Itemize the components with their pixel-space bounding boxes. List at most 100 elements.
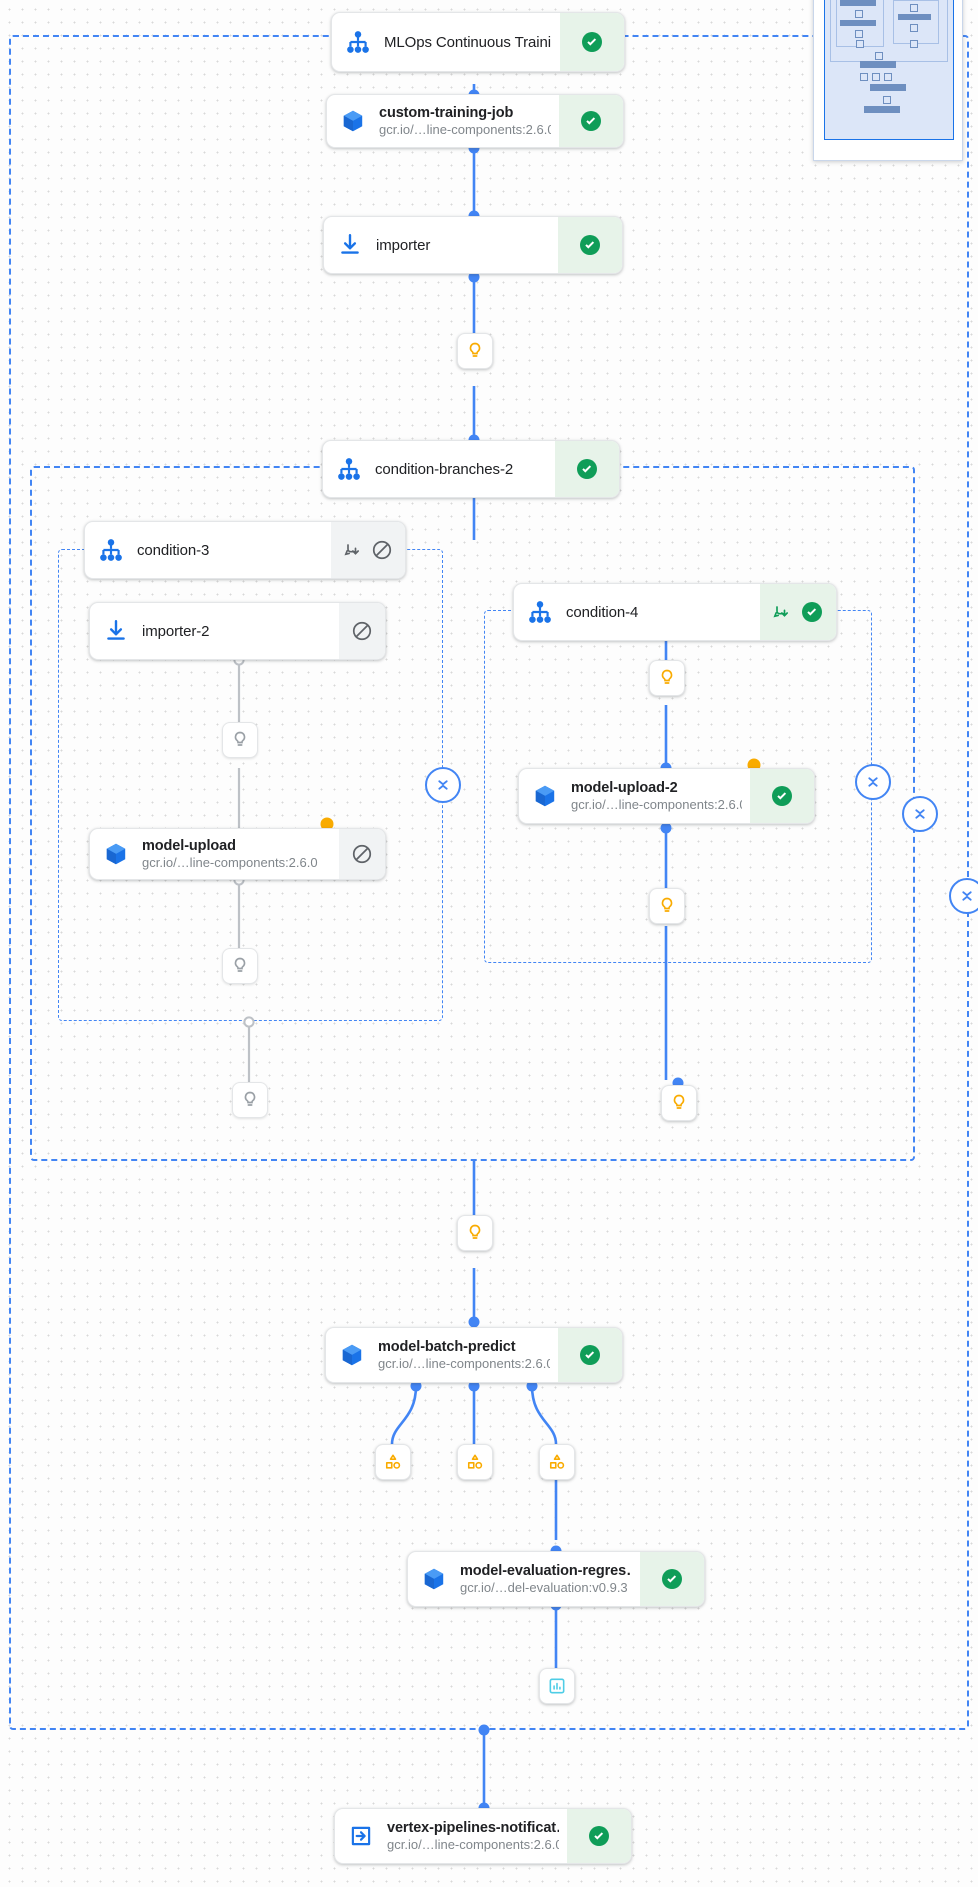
dataset-icon	[385, 1454, 401, 1469]
metrics-icon	[549, 1678, 565, 1694]
collapse-condition-3-button[interactable]	[425, 767, 461, 803]
status-badge-succeeded	[558, 1328, 622, 1382]
node-labels: condition-3	[137, 522, 331, 578]
cube-icon	[519, 769, 571, 823]
node-labels: importer	[376, 217, 558, 273]
minimap-artifact	[910, 40, 918, 48]
branch-icon	[344, 544, 359, 556]
collapse-branches-button[interactable]	[902, 796, 938, 832]
node-subtitle: gcr.io/…line-components:2.6.0	[379, 122, 551, 137]
lightbulb-icon	[234, 731, 246, 746]
dag-icon	[85, 522, 137, 578]
chip-dataset-2[interactable]	[457, 1444, 493, 1480]
check-circle-icon	[577, 459, 597, 479]
dataset-icon	[467, 1454, 483, 1469]
node-title: vertex-pipelines-notificat…	[387, 1820, 559, 1836]
lightbulb-icon	[661, 669, 673, 684]
node-title: condition-4	[566, 603, 639, 621]
check-circle-icon	[580, 235, 600, 255]
blocked-circle-icon	[352, 621, 372, 641]
node-condition-branches-2[interactable]: condition-branches-2	[322, 440, 620, 498]
import-icon	[90, 603, 142, 659]
cube-icon	[326, 1328, 378, 1382]
chip-artifact-condition-3-out[interactable]	[232, 1082, 268, 1118]
status-badge-skipped	[331, 522, 405, 578]
node-importer[interactable]: importer	[323, 216, 623, 274]
node-labels: condition-branches-2	[375, 441, 555, 497]
node-title: condition-branches-2	[375, 460, 514, 478]
status-badge-skipped	[339, 829, 385, 879]
status-badge-succeeded	[750, 769, 814, 823]
minimap-artifact	[872, 73, 880, 81]
node-condition-3[interactable]: condition-3	[84, 521, 406, 579]
dag-icon	[514, 584, 566, 640]
lightbulb-icon	[469, 342, 481, 357]
chip-dataset-1[interactable]	[375, 1444, 411, 1480]
check-circle-icon	[772, 786, 792, 806]
chip-artifact-condition-4-out[interactable]	[661, 1085, 697, 1121]
node-title: MLOps Continuous Traini…	[384, 33, 552, 51]
status-badge-succeeded	[559, 95, 623, 147]
minimap-artifact	[910, 24, 918, 32]
status-badge-skipped	[339, 603, 385, 659]
node-labels: model-upload gcr.io/…line-components:2.6…	[142, 829, 339, 879]
collapse-chevrons-icon	[438, 780, 448, 790]
chip-metrics-1[interactable]	[539, 1668, 575, 1704]
chip-artifact-model-upload-out[interactable]	[222, 948, 258, 984]
collapse-chevrons-icon	[962, 891, 972, 901]
blocked-circle-icon	[352, 844, 372, 864]
check-circle-icon	[581, 111, 601, 131]
chip-artifact-after-importer[interactable]	[457, 333, 493, 369]
minimap-artifact	[860, 73, 868, 81]
collapse-condition-4-button[interactable]	[855, 764, 891, 800]
cube-icon	[327, 95, 379, 147]
branch-icon	[773, 606, 788, 618]
minimap-artifact	[884, 73, 892, 81]
minimap-artifact	[856, 40, 864, 48]
node-custom-training-job[interactable]: custom-training-job gcr.io/…line-compone…	[326, 94, 624, 148]
node-subtitle: gcr.io/…del-evaluation:v0.9.3	[460, 1580, 628, 1595]
node-vertex-pipelines-notification[interactable]: vertex-pipelines-notificat… gcr.io/…line…	[334, 1808, 632, 1864]
cube-icon	[408, 1552, 460, 1606]
node-subtitle: gcr.io/…line-components:2.6.0	[571, 797, 742, 812]
minimap-node	[840, 0, 876, 6]
node-importer-2[interactable]: importer-2	[89, 602, 386, 660]
node-condition-4[interactable]: condition-4	[513, 583, 837, 641]
status-badge-succeeded	[567, 1809, 631, 1863]
minimap-artifact	[855, 30, 863, 38]
check-circle-icon	[580, 1345, 600, 1365]
chip-dataset-3[interactable]	[539, 1444, 575, 1480]
node-model-evaluation-regression[interactable]: model-evaluation-regres… gcr.io/…del-eva…	[407, 1551, 705, 1607]
node-mlops-continuous-training[interactable]: MLOps Continuous Traini…	[331, 12, 625, 72]
node-labels: model-batch-predict gcr.io/…line-compone…	[378, 1328, 558, 1382]
node-model-upload[interactable]: model-upload gcr.io/…line-components:2.6…	[89, 828, 386, 880]
status-badge-succeeded	[558, 217, 622, 273]
minimap-viewport[interactable]	[824, 0, 954, 140]
chip-artifact-condition-4-in[interactable]	[649, 660, 685, 696]
collapse-chevrons-icon	[915, 809, 925, 819]
chip-artifact-importer-2-out[interactable]	[222, 722, 258, 758]
node-title: model-batch-predict	[378, 1339, 516, 1355]
minimap-node	[870, 84, 906, 91]
node-title: importer-2	[142, 622, 210, 640]
import-icon	[324, 217, 376, 273]
collapse-root-button[interactable]	[949, 878, 978, 914]
node-labels: custom-training-job gcr.io/…line-compone…	[379, 95, 559, 147]
dag-icon	[332, 13, 384, 71]
lightbulb-icon	[469, 1224, 481, 1239]
node-labels: MLOps Continuous Traini…	[384, 13, 560, 71]
minimap-artifact	[883, 96, 891, 104]
lightbulb-icon	[244, 1091, 256, 1106]
node-title: model-upload-2	[571, 780, 678, 796]
graph-minimap[interactable]	[813, 0, 963, 161]
node-model-batch-predict[interactable]: model-batch-predict gcr.io/…line-compone…	[325, 1327, 623, 1383]
node-labels: vertex-pipelines-notificat… gcr.io/…line…	[387, 1809, 567, 1863]
lightbulb-icon	[673, 1094, 685, 1109]
node-model-upload-2[interactable]: model-upload-2 gcr.io/…line-components:2…	[518, 768, 815, 824]
chip-artifact-branches-out[interactable]	[457, 1215, 493, 1251]
chip-artifact-model-upload-2-out[interactable]	[649, 888, 685, 924]
minimap-node	[860, 61, 896, 68]
node-title: importer	[376, 236, 431, 254]
node-title: model-upload	[142, 838, 236, 854]
